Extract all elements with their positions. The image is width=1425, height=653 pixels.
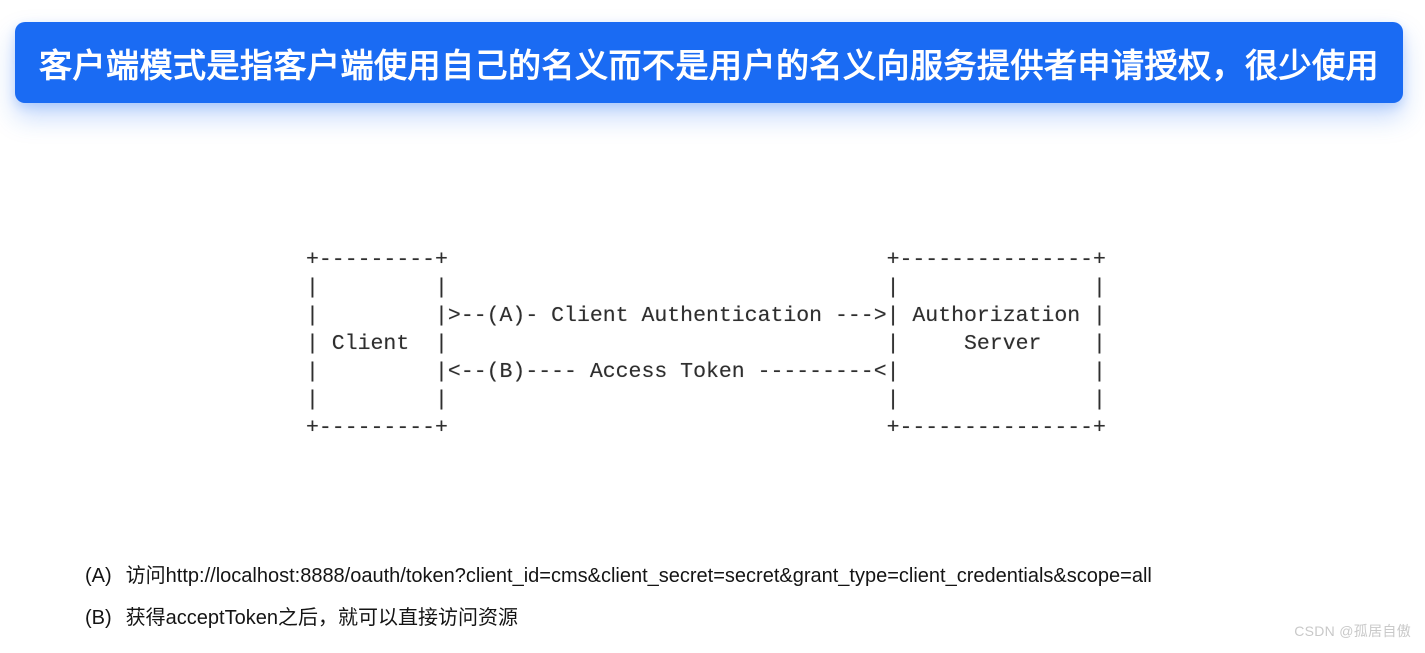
note-step-a-label: (A) (85, 565, 112, 587)
oauth-client-credentials-flow-diagram: +---------+ +---------------+ | | | | | … (306, 248, 1106, 440)
highlight-banner: 客户端模式是指客户端使用自己的名义而不是用户的名义向服务提供者申请授权，很少使用 (15, 22, 1403, 103)
note-step-a: (A) 访问http://localhost:8888/oauth/token?c… (85, 563, 1152, 589)
banner-text: 客户端模式是指客户端使用自己的名义而不是用户的名义向服务提供者申请授权，很少使用 (39, 46, 1379, 84)
note-step-b-label: (B) (85, 607, 112, 629)
note-step-b: (B) 获得acceptToken之后，就可以直接访问资源 (85, 605, 1152, 631)
note-step-a-text: 访问http://localhost:8888/oauth/token?clie… (125, 565, 1152, 587)
flow-step-notes: (A) 访问http://localhost:8888/oauth/token?c… (85, 563, 1152, 647)
csdn-watermark: CSDN @孤居自傲 (1294, 623, 1411, 639)
note-step-b-text: 获得acceptToken之后，就可以直接访问资源 (125, 607, 518, 629)
